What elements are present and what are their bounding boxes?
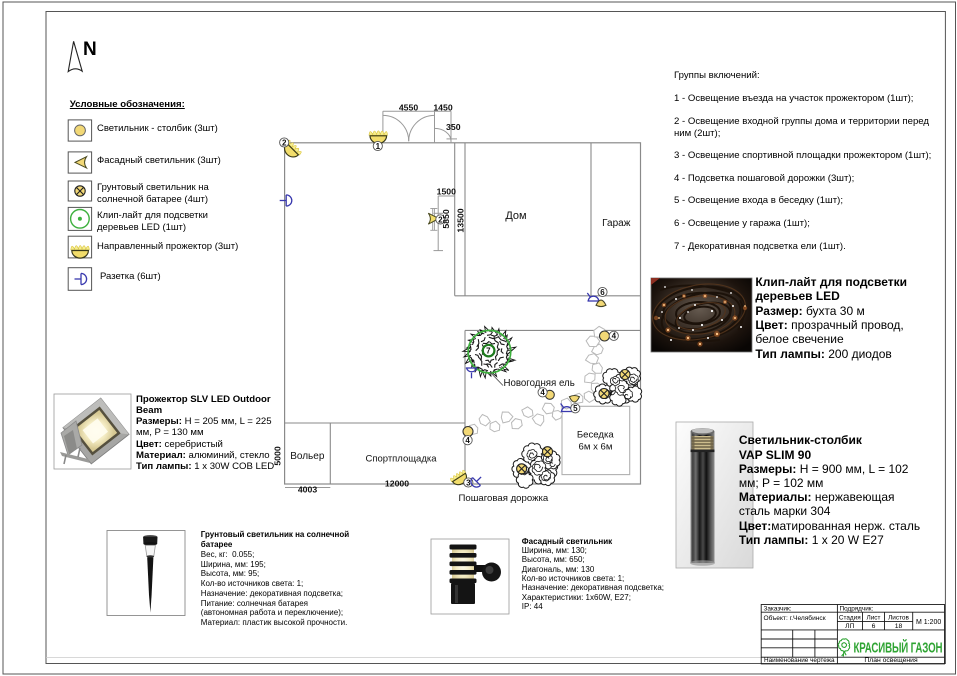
svg-text:Заказчик:: Заказчик:: [764, 606, 792, 613]
svg-text:2: 2: [282, 138, 287, 147]
svg-text:Лист: Лист: [867, 614, 881, 621]
svg-text:Беседка: Беседка: [577, 430, 615, 441]
svg-text:5: 5: [573, 404, 578, 413]
svg-text:7: 7: [486, 347, 491, 356]
svg-text:350: 350: [446, 122, 461, 132]
svg-text:18: 18: [895, 623, 903, 630]
svg-text:Подрядчик:: Подрядчик:: [840, 606, 874, 613]
svg-text:6: 6: [872, 623, 876, 630]
svg-text:Дом: Дом: [505, 210, 526, 222]
svg-text:Наименование чертежа: Наименование чертежа: [764, 657, 835, 664]
svg-text:1450: 1450: [433, 102, 452, 112]
svg-text:2: 2: [438, 215, 443, 224]
svg-text:3: 3: [466, 479, 471, 488]
svg-text:ЛП: ЛП: [845, 623, 854, 630]
svg-text:Спортплощадка: Спортплощадка: [365, 454, 437, 465]
svg-text:5850: 5850: [441, 209, 451, 228]
svg-text:Листов: Листов: [888, 614, 909, 621]
svg-text:4: 4: [465, 436, 470, 445]
svg-text:Пошаговая дорожка: Пошаговая дорожка: [459, 493, 549, 504]
svg-text:М 1:200: М 1:200: [916, 619, 941, 626]
svg-text:План освещения: План освещения: [864, 657, 918, 664]
svg-text:КРАСИВЫЙ ГАЗОН: КРАСИВЫЙ ГАЗОН: [854, 638, 943, 656]
svg-text:12000: 12000: [385, 479, 409, 489]
svg-text:13500: 13500: [456, 208, 466, 232]
svg-text:Объект: г.Челябинск: Объект: г.Челябинск: [764, 614, 826, 622]
svg-text:1: 1: [376, 142, 381, 151]
svg-text:4550: 4550: [399, 102, 418, 112]
svg-text:4: 4: [540, 388, 545, 397]
svg-text:4: 4: [612, 332, 617, 341]
svg-text:5000: 5000: [273, 446, 283, 465]
svg-text:Новогодняя ель: Новогодняя ель: [504, 378, 575, 389]
svg-text:Гараж: Гараж: [602, 218, 631, 229]
svg-text:6: 6: [600, 288, 605, 297]
svg-text:Стадия: Стадия: [839, 614, 861, 621]
svg-text:Вольер: Вольер: [290, 451, 325, 462]
svg-text:4003: 4003: [298, 485, 317, 495]
svg-text:6м х 6м: 6м х 6м: [579, 441, 613, 452]
svg-text:1500: 1500: [437, 186, 456, 196]
